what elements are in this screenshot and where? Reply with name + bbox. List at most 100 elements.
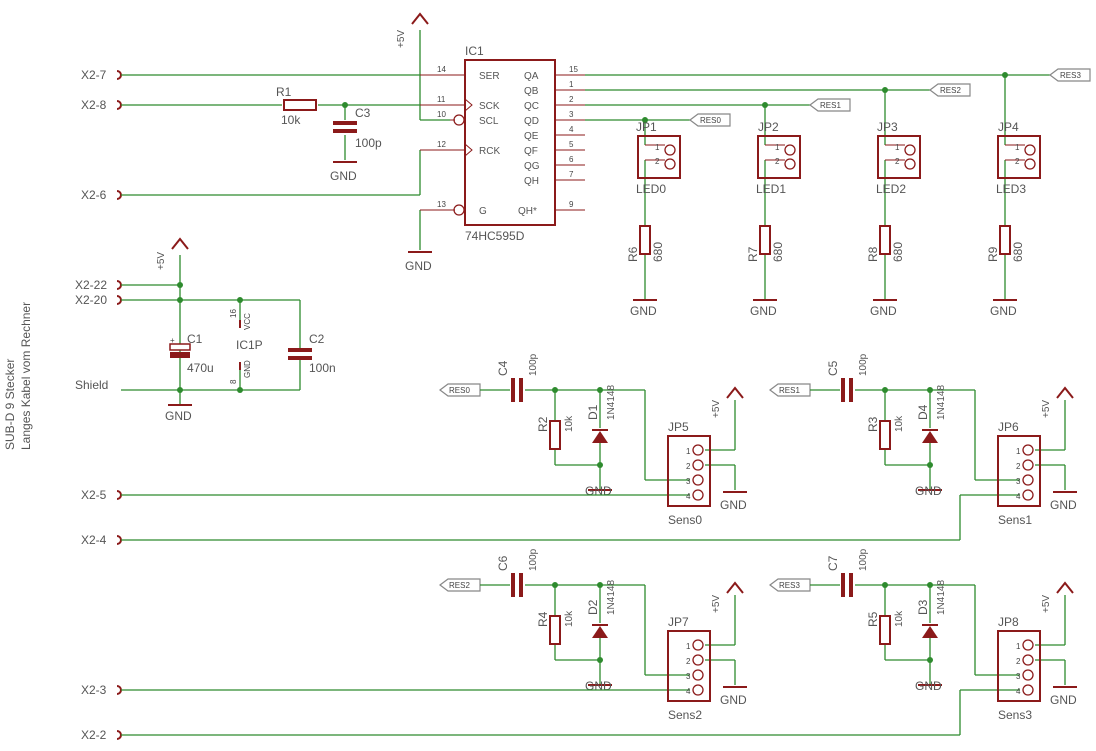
svg-text:1: 1: [686, 642, 691, 651]
connector-x2-7: X2-7: [81, 68, 107, 82]
svg-text:Sens3: Sens3: [998, 708, 1032, 722]
svg-text:8: 8: [229, 379, 238, 384]
supply-5v-power: +5V: [156, 237, 189, 270]
supply-5v-ic: +5V: [396, 12, 429, 48]
svg-text:+5V: +5V: [156, 252, 167, 270]
svg-text:D1: D1: [586, 404, 600, 420]
svg-text:100p: 100p: [355, 136, 382, 150]
svg-text:680: 680: [651, 242, 665, 262]
svg-text:1: 1: [775, 143, 780, 152]
svg-text:GND: GND: [630, 304, 657, 318]
svg-text:10k: 10k: [281, 113, 301, 127]
sensor-block-0: RES0 C4 100p R2 10k D1 1N4148 GND +5V GN…: [121, 353, 747, 527]
sensor-block-1: RES1 C5 100p R3 10k D4 1N4148 GND +5V GN…: [121, 353, 1077, 541]
svg-text:2: 2: [895, 157, 900, 166]
connector-x2-6: X2-6: [81, 188, 107, 202]
svg-text:R4: R4: [536, 611, 550, 627]
svg-text:2: 2: [775, 157, 780, 166]
res-label-res2: RES2: [929, 83, 971, 97]
svg-text:4: 4: [686, 687, 691, 696]
svg-text:QD: QD: [524, 116, 539, 127]
svg-text:9: 9: [569, 200, 574, 209]
svg-text:1: 1: [1016, 642, 1021, 651]
svg-text:100n: 100n: [309, 361, 336, 375]
svg-text:+5V: +5V: [1041, 595, 1052, 613]
svg-text:RES0: RES0: [700, 116, 721, 125]
svg-text:GND: GND: [585, 679, 612, 693]
title-line-1: SUB-D 9 Stecker: [3, 359, 17, 450]
svg-text:RES1: RES1: [820, 101, 841, 110]
svg-text:C1: C1: [187, 332, 203, 346]
svg-text:G: G: [479, 206, 487, 217]
svg-text:D4: D4: [916, 404, 930, 420]
svg-text:1N4148: 1N4148: [936, 385, 947, 420]
svg-text:C3: C3: [355, 106, 371, 120]
svg-text:RES1: RES1: [779, 386, 800, 395]
jumper-jp1: 1 2 JP1 LED0: [636, 120, 681, 196]
svg-text:GND: GND: [990, 304, 1017, 318]
svg-text:470u: 470u: [187, 361, 214, 375]
connector-x2-3: X2-3: [81, 683, 107, 697]
svg-text:GND: GND: [750, 304, 777, 318]
svg-text:LED0: LED0: [636, 182, 666, 196]
svg-text:1: 1: [569, 80, 574, 89]
svg-text:RES2: RES2: [940, 86, 961, 95]
svg-text:QH*: QH*: [518, 206, 537, 217]
svg-text:RES3: RES3: [1060, 71, 1081, 80]
svg-text:3: 3: [686, 477, 691, 486]
svg-text:10k: 10k: [564, 415, 575, 432]
svg-text:Sens2: Sens2: [668, 708, 702, 722]
svg-text:+5V: +5V: [711, 400, 722, 418]
svg-text:GND: GND: [1050, 693, 1077, 707]
svg-text:100p: 100p: [858, 353, 869, 376]
svg-text:1N4148: 1N4148: [606, 580, 617, 615]
svg-text:10k: 10k: [564, 610, 575, 627]
svg-text:4: 4: [1016, 687, 1021, 696]
svg-text:1: 1: [895, 143, 900, 152]
svg-text:QB: QB: [524, 86, 539, 97]
resistor-r8: R8 680 GND: [866, 225, 905, 318]
jumper-jp2: 1 2 JP2 LED1: [756, 120, 801, 196]
connector-x2-8: X2-8: [81, 98, 107, 112]
res-label-res1: RES1: [809, 98, 851, 112]
svg-text:RES0: RES0: [449, 386, 470, 395]
svg-text:4: 4: [569, 125, 574, 134]
svg-text:3: 3: [1016, 477, 1021, 486]
svg-text:QF: QF: [524, 146, 538, 157]
svg-text:12: 12: [437, 140, 446, 149]
resistor-r1: R1 10k: [276, 85, 317, 127]
sensor-block-2: RES2 C6 100p R4 10k D2 1N4148 GND +5V GN…: [121, 548, 747, 722]
svg-text:JP4: JP4: [998, 120, 1019, 134]
svg-text:10: 10: [437, 110, 446, 119]
svg-text:+: +: [170, 336, 175, 345]
svg-text:4: 4: [1016, 492, 1021, 501]
svg-text:IC1P: IC1P: [236, 338, 263, 352]
svg-text:JP2: JP2: [758, 120, 779, 134]
svg-text:74HC595D: 74HC595D: [465, 229, 525, 243]
gnd-ic: GND: [405, 251, 432, 273]
capacitor-c2: C2 100n: [288, 332, 336, 375]
svg-text:JP7: JP7: [668, 615, 689, 629]
ic1p-power: 16 VCC IC1P 8 GND: [229, 309, 263, 384]
svg-text:QE: QE: [524, 131, 539, 142]
svg-text:2: 2: [569, 95, 574, 104]
svg-text:SCL: SCL: [479, 116, 499, 127]
svg-text:6: 6: [569, 155, 574, 164]
svg-text:11: 11: [437, 95, 446, 104]
svg-text:C5: C5: [826, 360, 840, 376]
svg-text:JP6: JP6: [998, 420, 1019, 434]
svg-text:QG: QG: [524, 161, 540, 172]
svg-text:R1: R1: [276, 85, 292, 99]
svg-text:GND: GND: [720, 498, 747, 512]
svg-text:+5V: +5V: [1041, 400, 1052, 418]
svg-text:RCK: RCK: [479, 146, 500, 157]
svg-text:3: 3: [569, 110, 574, 119]
resistor-r6: R6 680 GND: [626, 225, 665, 318]
svg-text:GND: GND: [585, 484, 612, 498]
svg-text:GND: GND: [720, 693, 747, 707]
svg-text:1: 1: [686, 447, 691, 456]
svg-text:100p: 100p: [528, 353, 539, 376]
svg-text:2: 2: [1016, 462, 1021, 471]
svg-text:JP5: JP5: [668, 420, 689, 434]
res-label-res3: RES3: [1049, 68, 1091, 82]
